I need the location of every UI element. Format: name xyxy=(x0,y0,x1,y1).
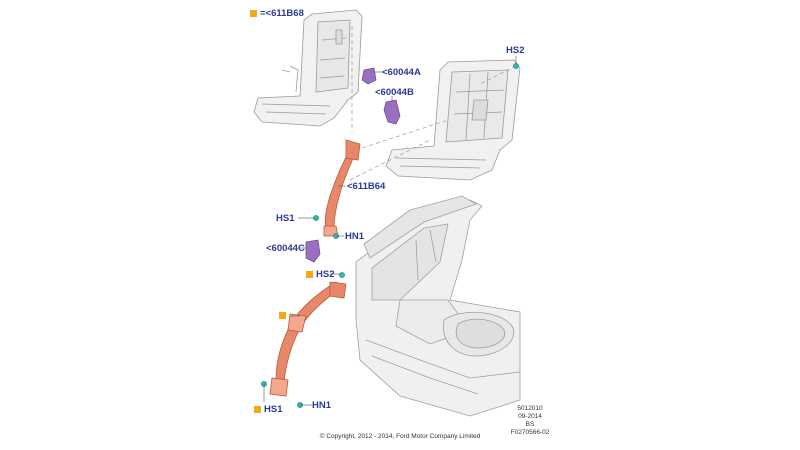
seat-belt-lower xyxy=(269,281,347,397)
hs1-bottom-text: HS1 xyxy=(264,404,283,415)
meta-line-1: 5012010 xyxy=(517,405,543,412)
callout-hs1-mid: HS1 xyxy=(276,213,295,224)
drawing-metadata: 5012010 09-2014 BS F0270566-02 xyxy=(508,405,552,437)
legend-611b68: =<611B68 xyxy=(250,8,304,19)
hs2-mid-text: HS2 xyxy=(316,269,335,280)
marker-611b68 xyxy=(279,312,286,319)
meta-line-4: F0270566-02 xyxy=(510,429,550,436)
hs2-mid-marker xyxy=(306,271,313,278)
hs1-bottom-marker xyxy=(254,406,261,413)
seat-back-left xyxy=(253,9,363,127)
callout-60044b: <60044B xyxy=(375,87,414,98)
legend-text: =<611B68 xyxy=(260,8,304,19)
callout-60044c: <60044C xyxy=(266,243,305,254)
vehicle-body xyxy=(355,195,521,417)
seat-right xyxy=(385,59,521,181)
callout-611b64: <611B64 xyxy=(347,181,386,192)
bracket-60044c xyxy=(305,239,321,263)
leader-lines xyxy=(349,26,517,181)
legend-marker xyxy=(250,10,257,17)
bracket-60044b xyxy=(383,99,401,125)
callout-hs2-mid: HS2 xyxy=(306,269,334,280)
meta-line-3: BS xyxy=(525,421,535,428)
callout-hn1-bottom: HN1 xyxy=(312,400,332,411)
callout-hs1-bottom: HS1 xyxy=(254,404,282,415)
bracket-60044a xyxy=(361,67,377,85)
callout-leaders xyxy=(263,56,517,406)
meta-line-2: 09-2014 xyxy=(518,413,542,420)
copyright-notice: © Copyright, 2012 - 2014, Ford Motor Com… xyxy=(319,433,481,440)
callout-60044a: <60044A xyxy=(382,67,421,78)
callout-hn1-mid: HN1 xyxy=(345,231,365,242)
callout-hs2-top: HS2 xyxy=(506,45,525,56)
seat-belt-upper xyxy=(323,139,361,237)
